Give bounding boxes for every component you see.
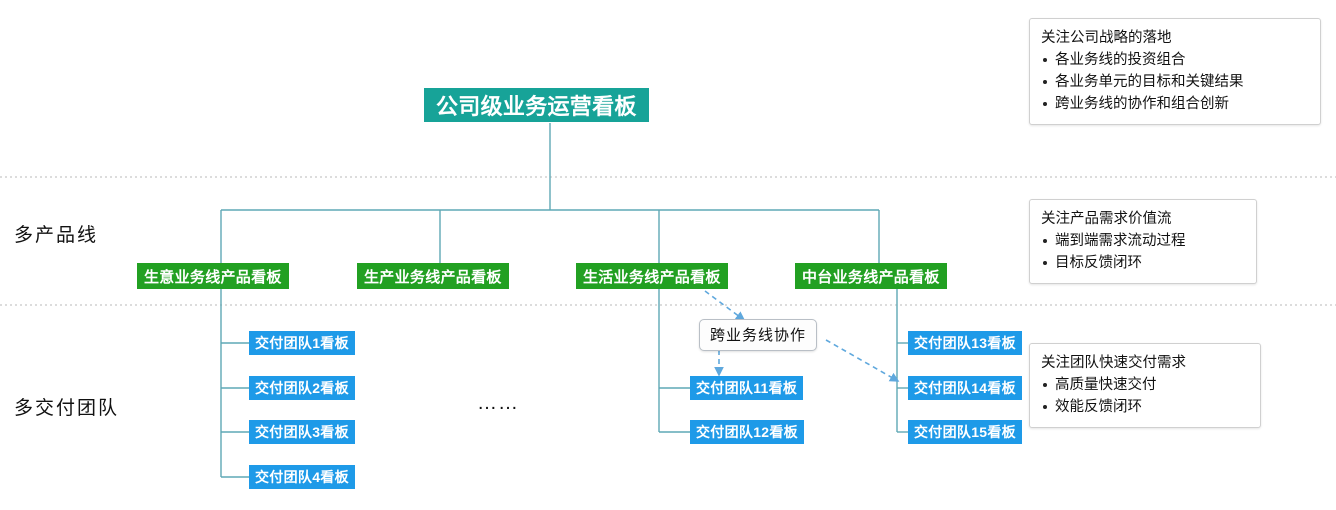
annotation-strategy-bullet-1: 各业务线的投资组合	[1041, 49, 1309, 71]
annotation-strategy-bullet-3: 跨业务线的协作和组合创新	[1041, 93, 1309, 115]
annotation-value-stream-bullet-2: 目标反馈闭环	[1041, 252, 1245, 274]
annotation-value-stream-heading: 关注产品需求价值流	[1041, 211, 1172, 227]
node-team-11[interactable]: 交付团队11看板	[690, 376, 804, 400]
node-company-dashboard[interactable]: 公司级业务运营看板	[424, 88, 649, 122]
node-team-12[interactable]: 交付团队12看板	[690, 420, 804, 444]
annotation-strategy: 关注公司战略的落地 各业务线的投资组合 各业务单元的目标和关键结果 跨业务线的协…	[1029, 18, 1321, 126]
node-product-line-production[interactable]: 生产业务线产品看板	[357, 263, 509, 289]
annotation-strategy-bullet-2: 各业务单元的目标和关键结果	[1041, 71, 1309, 93]
node-product-line-business[interactable]: 生意业务线产品看板	[137, 263, 289, 289]
annotation-delivery: 关注团队快速交付需求 高质量快速交付 效能反馈闭环	[1029, 343, 1261, 429]
annotation-delivery-list: 高质量快速交付 效能反馈闭环	[1041, 374, 1249, 418]
annotation-strategy-heading: 关注公司战略的落地	[1041, 30, 1172, 46]
callout-cross-line-collaboration[interactable]: 跨业务线协作	[699, 319, 818, 351]
ellipsis-more-teams: ……	[477, 392, 519, 414]
node-team-13[interactable]: 交付团队13看板	[908, 331, 1022, 355]
annotation-value-stream-list: 端到端需求流动过程 目标反馈闭环	[1041, 230, 1245, 274]
annotation-delivery-heading: 关注团队快速交付需求	[1041, 355, 1186, 371]
annotation-value-stream-bullet-1: 端到端需求流动过程	[1041, 230, 1245, 252]
row-label-product-lines: 多产品线	[14, 225, 99, 246]
node-team-14[interactable]: 交付团队14看板	[908, 376, 1022, 400]
annotation-delivery-bullet-1: 高质量快速交付	[1041, 374, 1249, 396]
node-team-1[interactable]: 交付团队1看板	[249, 331, 355, 355]
row-label-delivery-teams: 多交付团队	[14, 398, 120, 419]
node-team-4[interactable]: 交付团队4看板	[249, 465, 355, 489]
annotation-strategy-list: 各业务线的投资组合 各业务单元的目标和关键结果 跨业务线的协作和组合创新	[1041, 49, 1309, 115]
annotation-delivery-bullet-2: 效能反馈闭环	[1041, 396, 1249, 418]
annotation-value-stream: 关注产品需求价值流 端到端需求流动过程 目标反馈闭环	[1029, 199, 1257, 285]
node-team-2[interactable]: 交付团队2看板	[249, 376, 355, 400]
node-team-15[interactable]: 交付团队15看板	[908, 420, 1022, 444]
node-product-line-life[interactable]: 生活业务线产品看板	[576, 263, 728, 289]
node-product-line-midplatform[interactable]: 中台业务线产品看板	[795, 263, 947, 289]
node-team-3[interactable]: 交付团队3看板	[249, 420, 355, 444]
